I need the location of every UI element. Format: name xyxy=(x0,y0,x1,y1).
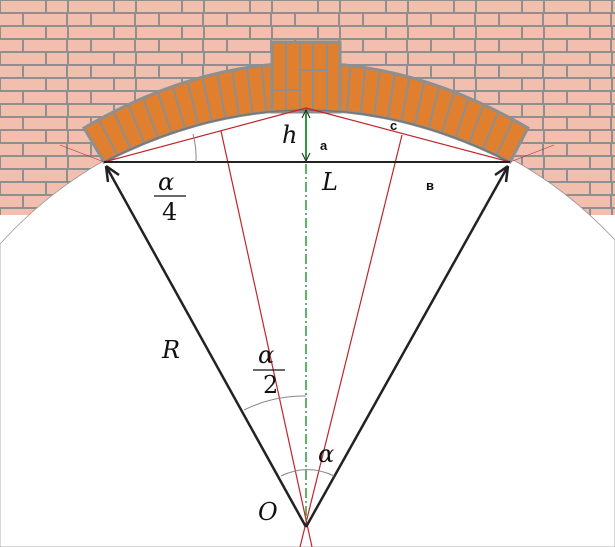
arch-joint xyxy=(231,70,240,116)
arch-joint xyxy=(454,97,470,139)
label-alpha2-den: 2 xyxy=(263,371,278,399)
arch-joint xyxy=(481,111,500,150)
arch-joint xyxy=(468,104,485,144)
arch-joint xyxy=(400,76,411,122)
angle-arcs xyxy=(192,133,335,477)
arch-joint xyxy=(216,73,227,119)
radius-arrows xyxy=(104,164,510,528)
arch-joint xyxy=(359,67,367,114)
arch-joint xyxy=(186,81,200,126)
arch-joint xyxy=(427,86,441,129)
construction-lines xyxy=(59,107,555,547)
label-alpha2-num: α xyxy=(258,341,274,369)
arch-joint xyxy=(373,70,381,116)
label-R: R xyxy=(161,336,180,364)
label-alpha4-num: α xyxy=(158,168,174,196)
arch-joint xyxy=(97,119,119,156)
label-O: O xyxy=(258,498,278,526)
arch-brick-joints xyxy=(97,65,515,156)
label-alpha: α xyxy=(318,440,334,468)
arch-joint xyxy=(157,91,173,134)
arch-joint xyxy=(127,104,146,144)
label-h: h xyxy=(282,121,297,149)
arch-joint xyxy=(441,91,455,134)
keystone xyxy=(270,40,342,114)
arch-joint xyxy=(495,119,515,156)
arch-joint xyxy=(142,97,159,139)
label-a: a xyxy=(320,138,328,153)
arch-joint xyxy=(171,86,186,129)
label-b: в xyxy=(426,178,434,193)
label-c: c xyxy=(390,118,397,133)
arch-joint xyxy=(112,111,132,150)
arch-joint xyxy=(260,65,267,113)
label-alpha4-den: 4 xyxy=(162,198,177,226)
label-L: L xyxy=(321,168,338,196)
arch-joint xyxy=(413,81,426,126)
arch-joint xyxy=(346,65,352,113)
arch-joint xyxy=(386,73,396,119)
arch-joint xyxy=(201,76,213,122)
arch-joint xyxy=(245,67,254,114)
